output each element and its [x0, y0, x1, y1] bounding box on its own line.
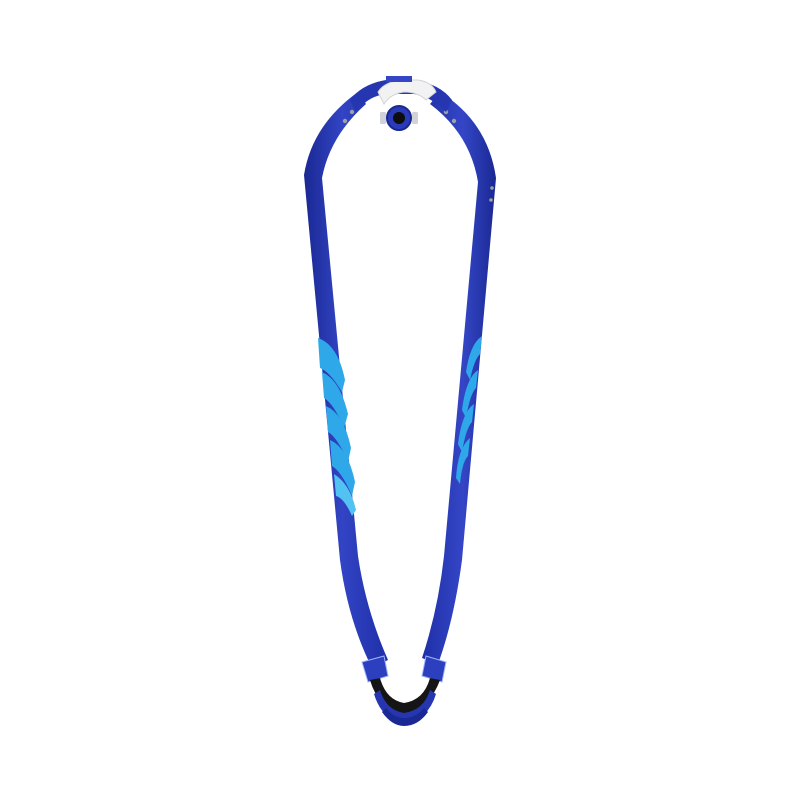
tail-right-collar	[421, 655, 447, 683]
head-top-tab	[386, 76, 412, 82]
boom-right-arm	[422, 92, 496, 664]
boom-left-arm	[304, 92, 388, 668]
head-white-cap	[377, 79, 437, 106]
right-arm-cyan-stripes	[456, 336, 482, 484]
left-arm-rivet	[349, 109, 355, 115]
right-arm-rivet	[451, 118, 457, 124]
head-clamp-bolt	[380, 112, 386, 124]
right-arm-tube	[422, 92, 496, 664]
left-arm-cyan-stripes	[318, 338, 356, 516]
left-arm-tube	[304, 92, 388, 668]
right-arm-rivet	[490, 186, 494, 190]
head-clamp-hole	[393, 112, 405, 124]
boom-head-clamp-icon	[350, 76, 452, 131]
left-arm-rivet	[342, 118, 348, 124]
right-arm-rivet	[489, 198, 493, 202]
tail-end-cap	[382, 708, 428, 726]
boom-tail-icon	[361, 655, 447, 726]
head-clamp-bolt	[412, 112, 418, 124]
tail-left-collar	[361, 655, 389, 683]
